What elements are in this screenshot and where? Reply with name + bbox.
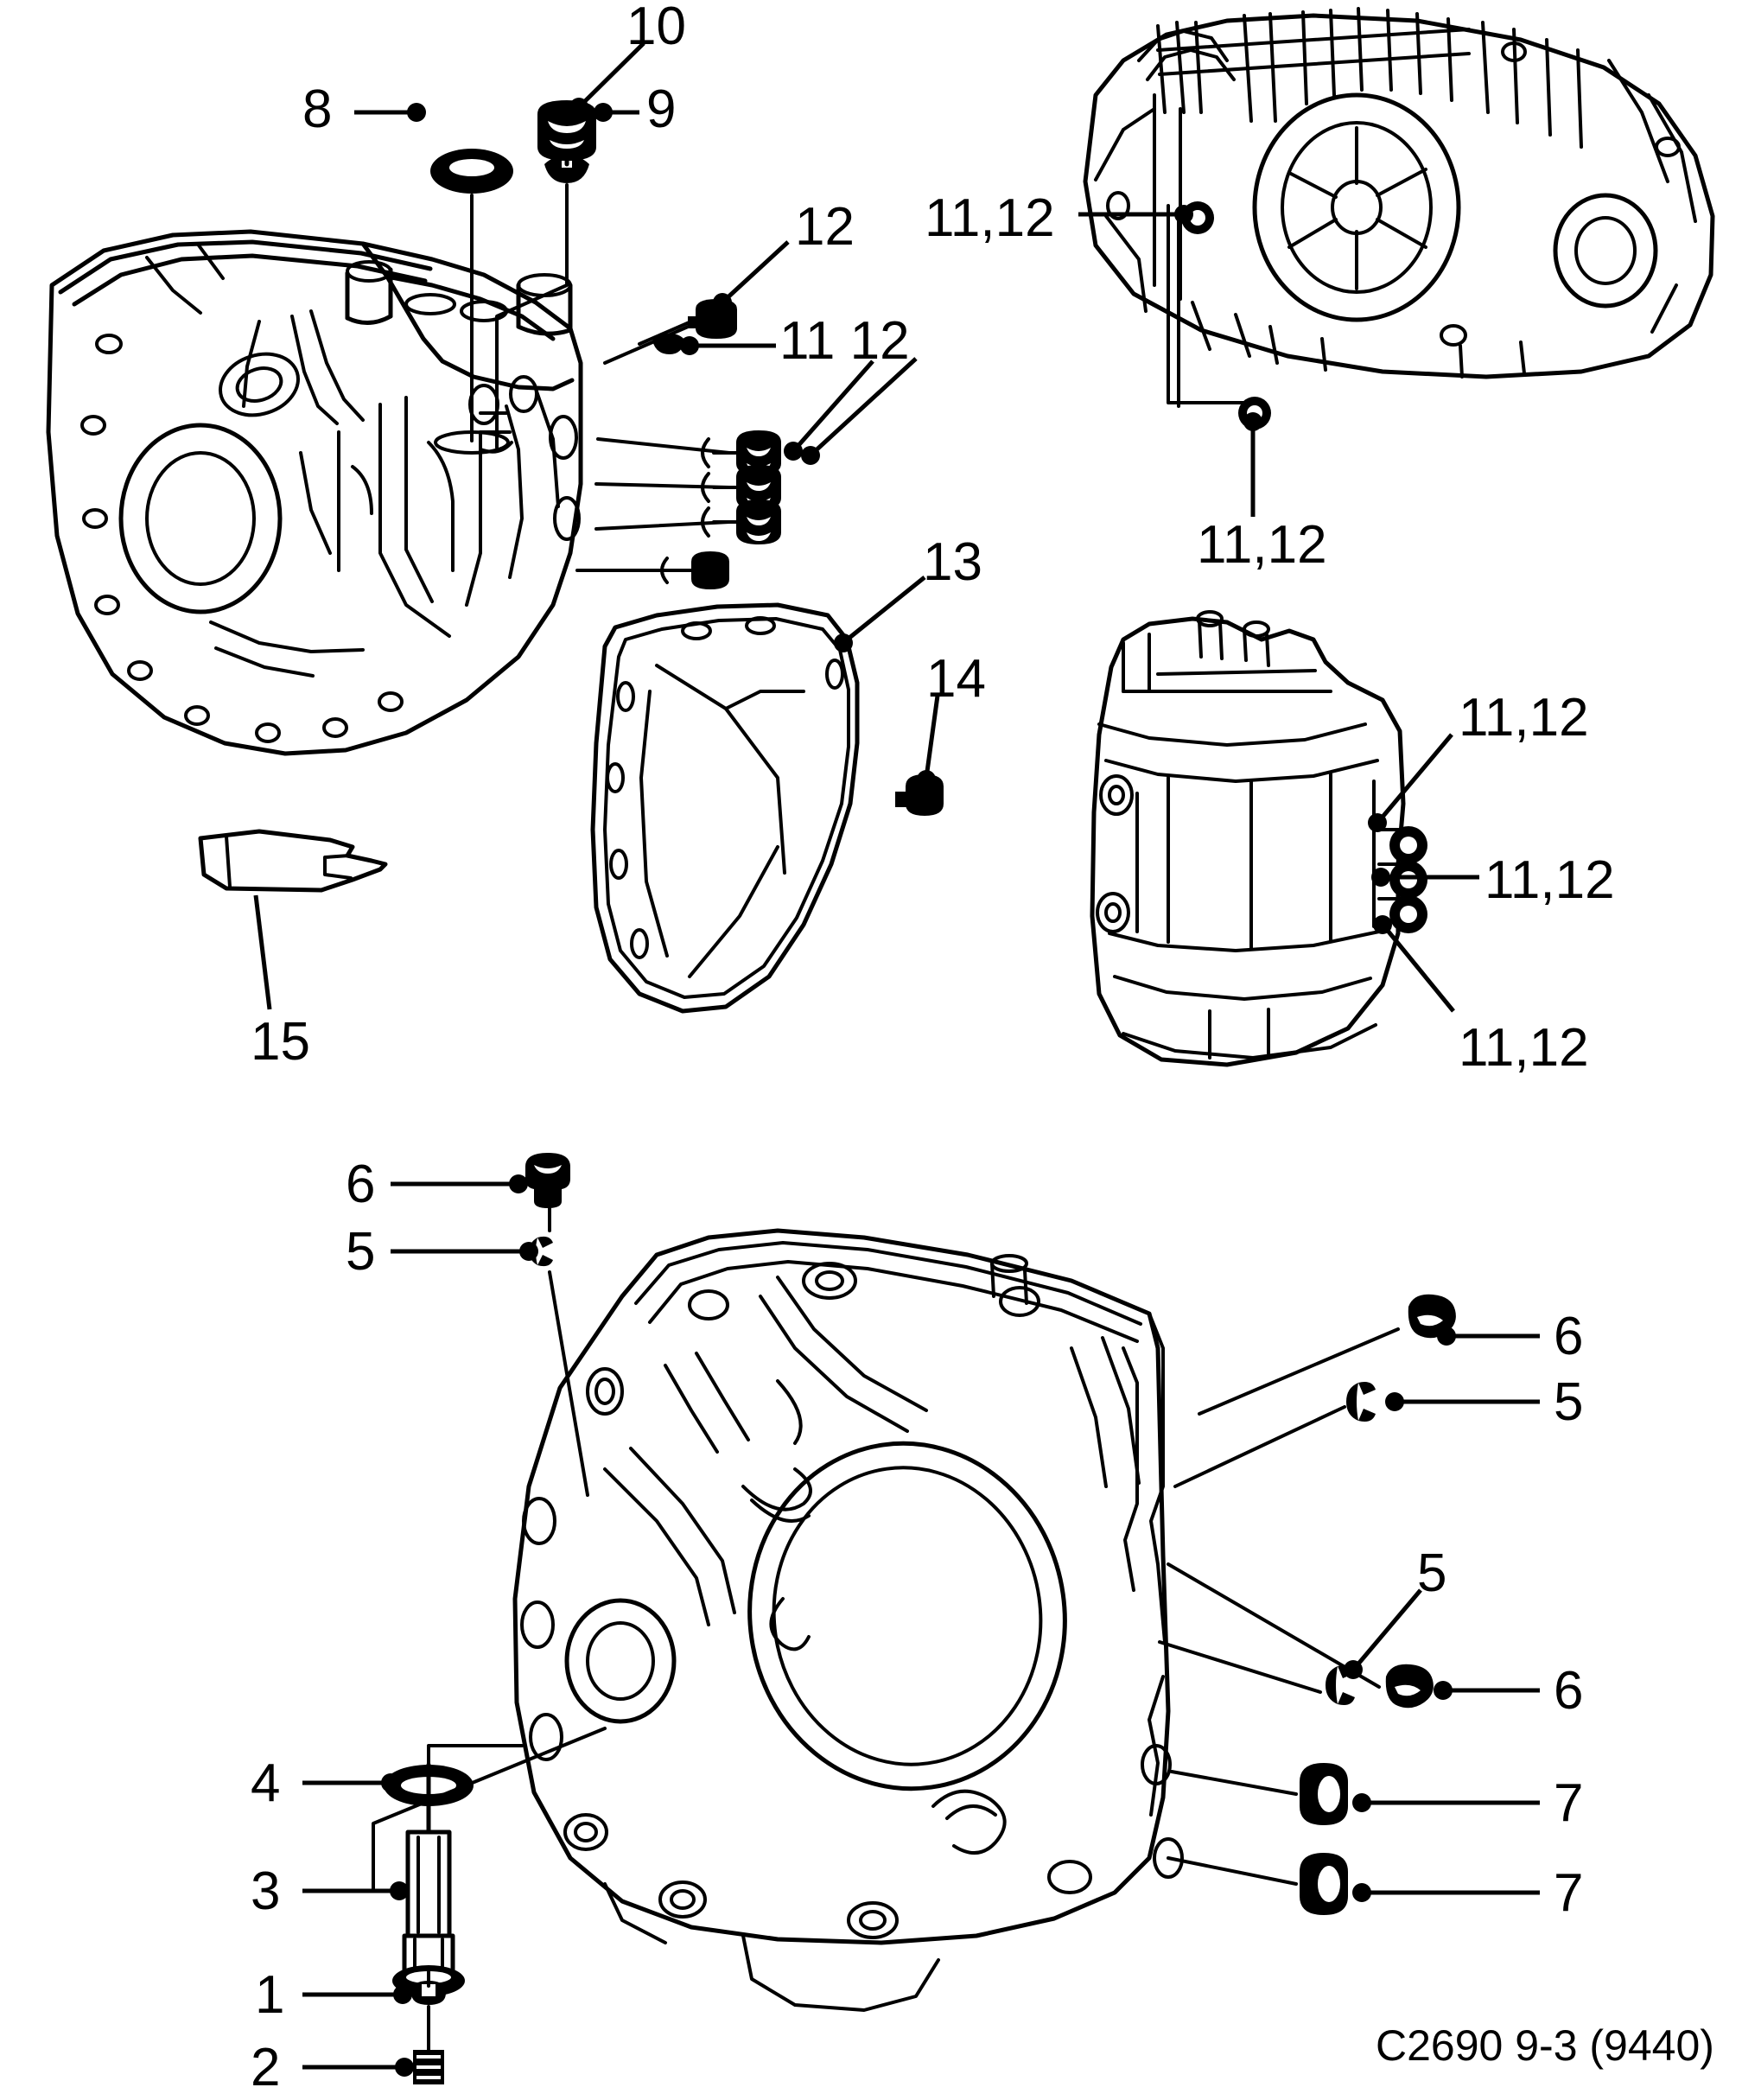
part-15-sealant-tube xyxy=(198,829,388,893)
callout-label-7-lower: 7 xyxy=(1554,1863,1584,1923)
mid-right-case-view xyxy=(1090,610,1427,1067)
callout-label-2: 2 xyxy=(251,2038,281,2097)
callout-label-11-12-top-right: 11,12 xyxy=(925,188,1055,248)
diagram-caption: C2690 9-3 (9440) xyxy=(1376,2021,1714,2070)
callout-label-8: 8 xyxy=(302,80,333,139)
callout-label-11-12-below-top-right: 11,12 xyxy=(1197,515,1327,575)
callout-label-6-right-upper: 6 xyxy=(1554,1307,1584,1366)
callout-label-1: 1 xyxy=(255,1965,285,2025)
callout-label-11-12-side-middle: 11,12 xyxy=(1485,850,1615,910)
part-8-o-ring xyxy=(430,149,513,194)
callout-label-10: 10 xyxy=(626,0,686,56)
part-7-plug-seal-upper xyxy=(1300,1763,1348,1825)
callout-label-11-12-upper: 11 12 xyxy=(779,311,910,371)
top-right-case-view xyxy=(1083,7,1715,430)
callout-label-12-upper: 12 xyxy=(795,197,855,257)
callout-label-6-top: 6 xyxy=(346,1155,376,1214)
part-6-bolt-right-lower xyxy=(1385,1664,1434,1709)
main-case-body xyxy=(46,229,583,756)
bell-housing-view xyxy=(512,1228,1184,2012)
part-3-vent-tube xyxy=(392,1762,465,1996)
callout-label-7-upper: 7 xyxy=(1554,1773,1584,1833)
callout-label-11-12-side-upper: 11,12 xyxy=(1459,688,1589,748)
callout-label-15: 15 xyxy=(251,1012,310,1072)
part-6-bolt-top xyxy=(525,1153,570,1208)
callout-label-9: 9 xyxy=(646,80,677,139)
part-2-plug xyxy=(413,2005,444,2084)
callout-label-13: 13 xyxy=(923,532,982,592)
callout-label-14: 14 xyxy=(926,649,986,709)
part-7-plug-seal-lower xyxy=(1300,1853,1348,1915)
part-1-retaining-clip xyxy=(411,1970,446,2005)
callout-label-11-12-side-lower: 11,12 xyxy=(1459,1018,1589,1078)
bolt-stack-11-12 xyxy=(575,299,781,589)
part-13-oil-pan xyxy=(590,602,860,1014)
callout-label-4: 4 xyxy=(251,1753,281,1813)
callout-label-5-top: 5 xyxy=(346,1222,376,1282)
callout-label-5-right-lower: 5 xyxy=(1417,1543,1447,1603)
part-5-washer-right-upper xyxy=(1346,1382,1376,1422)
callout-label-3: 3 xyxy=(251,1861,281,1921)
callout-label-5-right-upper: 5 xyxy=(1554,1372,1584,1432)
leader-lines xyxy=(253,41,1540,2077)
callout-label-6-right-lower: 6 xyxy=(1554,1661,1584,1721)
